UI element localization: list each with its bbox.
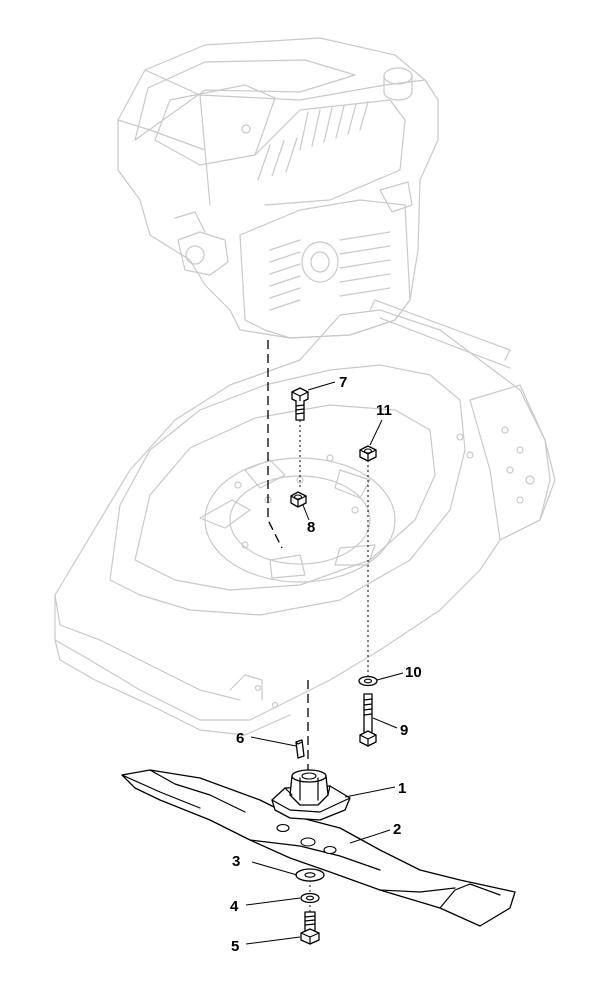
leader-4 xyxy=(245,897,301,906)
part-7-bolt xyxy=(291,387,309,421)
callout-2: 2 xyxy=(393,821,401,838)
callout-7: 7 xyxy=(339,374,347,391)
part-1-blade-boss xyxy=(271,769,351,821)
callout-1: 1 xyxy=(398,780,406,797)
part-9-bolt xyxy=(359,693,377,747)
part-11-nut xyxy=(359,445,377,462)
leader-6 xyxy=(250,736,297,747)
callout-6: 6 xyxy=(236,730,244,747)
part-5-blade-bolt xyxy=(300,911,320,945)
callout-3: 3 xyxy=(232,853,240,870)
leader-9 xyxy=(372,717,398,729)
leader-8 xyxy=(302,504,310,521)
engine-ghost xyxy=(117,37,439,339)
part-4-spring-washer xyxy=(300,892,320,904)
leader-10 xyxy=(376,672,404,681)
mower-deck-ghost xyxy=(54,299,556,736)
leader-7 xyxy=(307,381,336,391)
callout-11: 11 xyxy=(376,402,392,419)
callout-labels: 1 2 3 4 5 6 7 8 9 10 11 xyxy=(230,374,422,955)
assembly-axis-lines xyxy=(267,340,369,915)
leader-2 xyxy=(349,829,391,844)
callout-10: 10 xyxy=(405,664,422,681)
callout-9: 9 xyxy=(400,722,408,739)
part-6-key xyxy=(295,739,305,759)
engine-shaft-axis xyxy=(267,340,283,549)
callout-4: 4 xyxy=(230,898,239,915)
leader-3 xyxy=(251,861,298,876)
callout-8: 8 xyxy=(307,519,315,536)
leader-5 xyxy=(245,936,301,945)
leader-11 xyxy=(369,419,383,446)
part-8-nut xyxy=(290,491,307,508)
leader-1 xyxy=(344,786,396,798)
part-3-washer xyxy=(295,868,325,882)
part-10-washer xyxy=(358,675,378,687)
leader-lines xyxy=(245,381,404,945)
callout-5: 5 xyxy=(231,938,239,955)
